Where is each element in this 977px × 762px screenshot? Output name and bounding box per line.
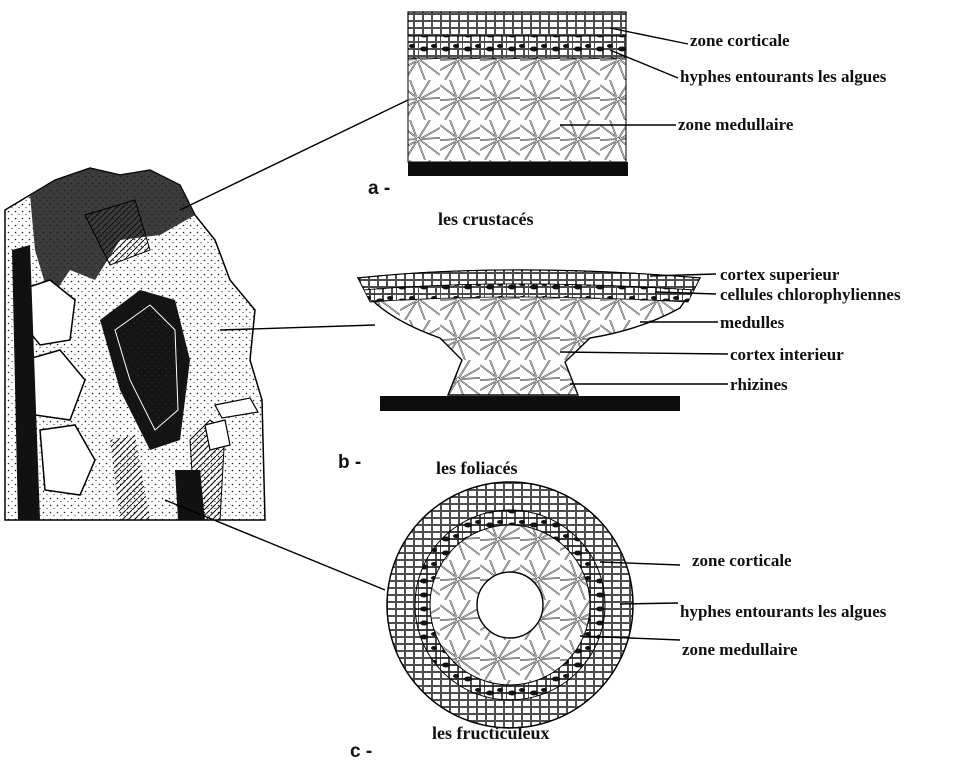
- panel-b-foliose: cortex superieur cellules chlorophylienn…: [338, 265, 901, 478]
- label-b-medulles: medulles: [720, 313, 785, 332]
- letter-c: c -: [350, 741, 372, 762]
- label-c-zone-medullaire: zone medullaire: [682, 640, 798, 659]
- caption-c: les fructiculeux: [432, 723, 549, 743]
- label-c-hyphes: hyphes entourants les algues: [680, 602, 887, 621]
- label-b-cellules-chlorophyliennes: cellules chlorophyliennes: [720, 285, 901, 304]
- panel-a-crustose: zone corticale hyphes entourants les alg…: [368, 12, 887, 229]
- label-b-cortex-interieur: cortex interieur: [730, 345, 844, 364]
- label-a-zone-medullaire: zone medullaire: [678, 115, 794, 134]
- crustose-substrate: [408, 162, 628, 176]
- label-b-rhizines: rhizines: [730, 375, 788, 394]
- caption-a: les crustacés: [438, 209, 533, 229]
- letter-b: b -: [338, 452, 361, 473]
- label-b-cortex-superieur: cortex superieur: [720, 265, 840, 284]
- connector-to-fruticose: [165, 500, 385, 590]
- label-a-zone-corticale: zone corticale: [690, 31, 790, 50]
- label-a-hyphes: hyphes entourants les algues: [680, 67, 887, 86]
- crustose-algal-layer: [408, 36, 626, 58]
- letter-a: a -: [368, 178, 390, 199]
- bark-substrate-illustration: [5, 168, 265, 520]
- label-c-zone-corticale: zone corticale: [692, 551, 792, 570]
- panel-c-fruticose: zone corticale hyphes entourants les alg…: [350, 482, 887, 762]
- caption-b: les foliacés: [436, 458, 517, 478]
- foliose-substrate: [380, 396, 680, 411]
- crustose-cortex: [408, 12, 626, 36]
- crustose-medulla: [408, 58, 626, 162]
- fruticose-central-cavity: [477, 572, 543, 638]
